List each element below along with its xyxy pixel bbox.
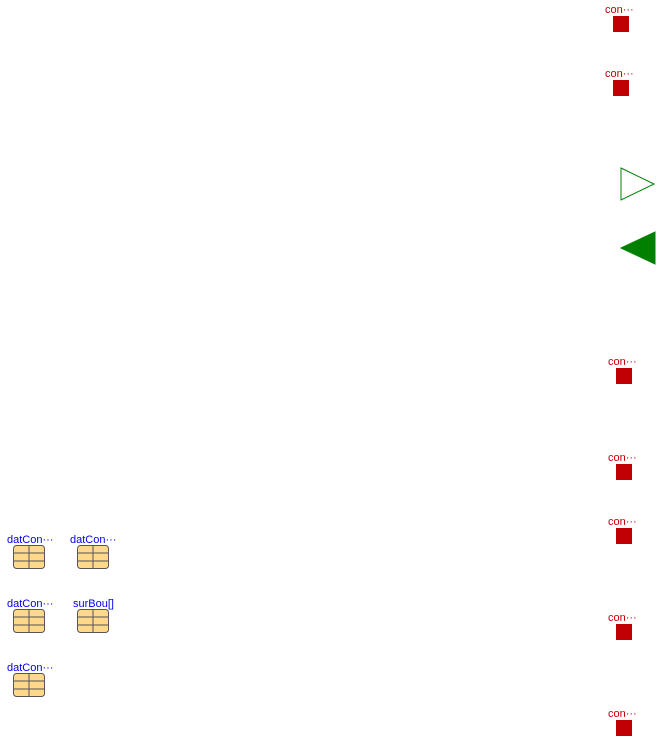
connector-port-icon[interactable] [613,16,629,32]
record-table-icon[interactable] [13,609,45,633]
connector-label: con··· [608,356,637,368]
connector-label: con··· [608,452,637,464]
connector-label: con··· [608,516,637,528]
connector-port-icon[interactable] [616,464,632,480]
record-table-icon[interactable] [13,673,45,697]
connector-port-icon[interactable] [616,528,632,544]
connector-port-icon[interactable] [616,720,632,736]
signal-output-icon[interactable] [620,167,656,203]
connector-port-icon[interactable] [616,624,632,640]
record-label: datCon··· [7,598,54,610]
signal-input-icon[interactable] [620,231,656,267]
record-label: datCon··· [7,662,54,674]
connector-label: con··· [605,68,634,80]
record-table-icon[interactable] [77,545,109,569]
record-label: datCon··· [7,534,54,546]
connector-port-icon[interactable] [616,368,632,384]
record-table-icon[interactable] [77,609,109,633]
connector-label: con··· [605,4,634,16]
connector-label: con··· [608,708,637,720]
record-label: datCon··· [70,534,117,546]
connector-label: con··· [608,612,637,624]
connector-port-icon[interactable] [613,80,629,96]
record-table-icon[interactable] [13,545,45,569]
record-label: surBou[] [73,598,114,610]
